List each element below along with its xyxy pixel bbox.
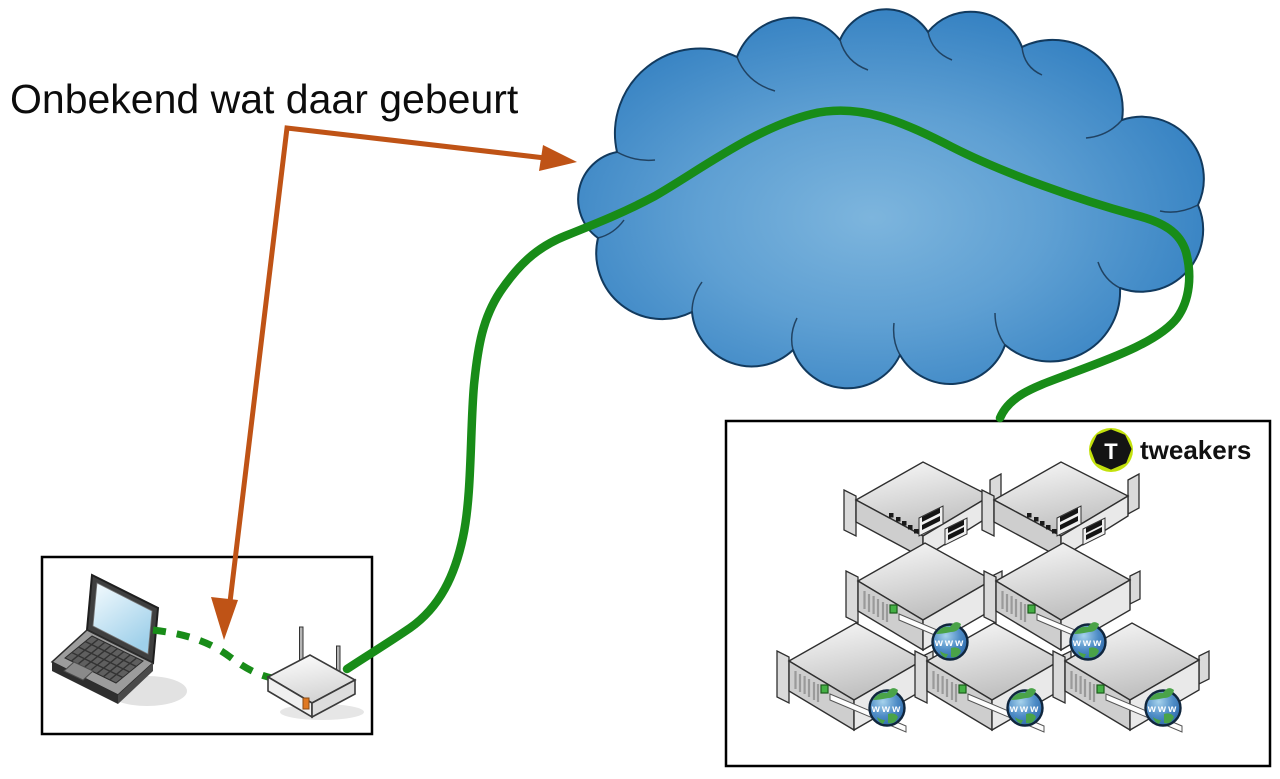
- www-globe-1: www: [931, 620, 969, 661]
- arrowhead-to-cloud: [539, 145, 577, 171]
- laptop-keyboard: [64, 635, 144, 684]
- laptop-screen: [92, 582, 153, 655]
- laptop: [50, 573, 160, 704]
- router-led: [302, 697, 310, 710]
- router-side: [311, 678, 356, 719]
- wireless-router: [266, 626, 364, 720]
- globe-label: www: [934, 637, 966, 649]
- router-antenna-1: [299, 626, 304, 662]
- server-farm-box: T tweakers www www www www www: [724, 419, 1272, 768]
- cloud-puff-lines: [597, 31, 1199, 356]
- annotation-text: Onbekend wat daar gebeurt: [10, 76, 519, 122]
- laptop-trackpad: [63, 661, 94, 681]
- arrowhead-to-wifi-link: [211, 597, 238, 640]
- globe-label: www: [1009, 703, 1041, 715]
- logo-gem-shape: [1090, 429, 1132, 470]
- globe-label: www: [1147, 703, 1179, 715]
- tweakers-logo: T tweakers: [1089, 428, 1251, 472]
- globe-label: www: [1072, 637, 1104, 649]
- www-globe-3: www: [868, 686, 906, 727]
- arrow-lines: [227, 125, 546, 603]
- internet-cloud: [577, 8, 1205, 390]
- brand-name: tweakers: [1140, 435, 1251, 465]
- client-network-box: [40, 555, 374, 736]
- wifi-dashed-link: [152, 626, 277, 683]
- laptop-side-edge: [118, 663, 153, 704]
- cloud-shape: [577, 8, 1205, 390]
- annotation-arrows: [211, 125, 577, 640]
- www-globe-4: www: [1006, 686, 1044, 727]
- globe-label: www: [871, 703, 903, 715]
- www-globe-5: www: [1144, 686, 1182, 727]
- logo-letter: T: [1104, 439, 1118, 464]
- connection-line: [342, 106, 1194, 674]
- www-globe-2: www: [1069, 620, 1107, 661]
